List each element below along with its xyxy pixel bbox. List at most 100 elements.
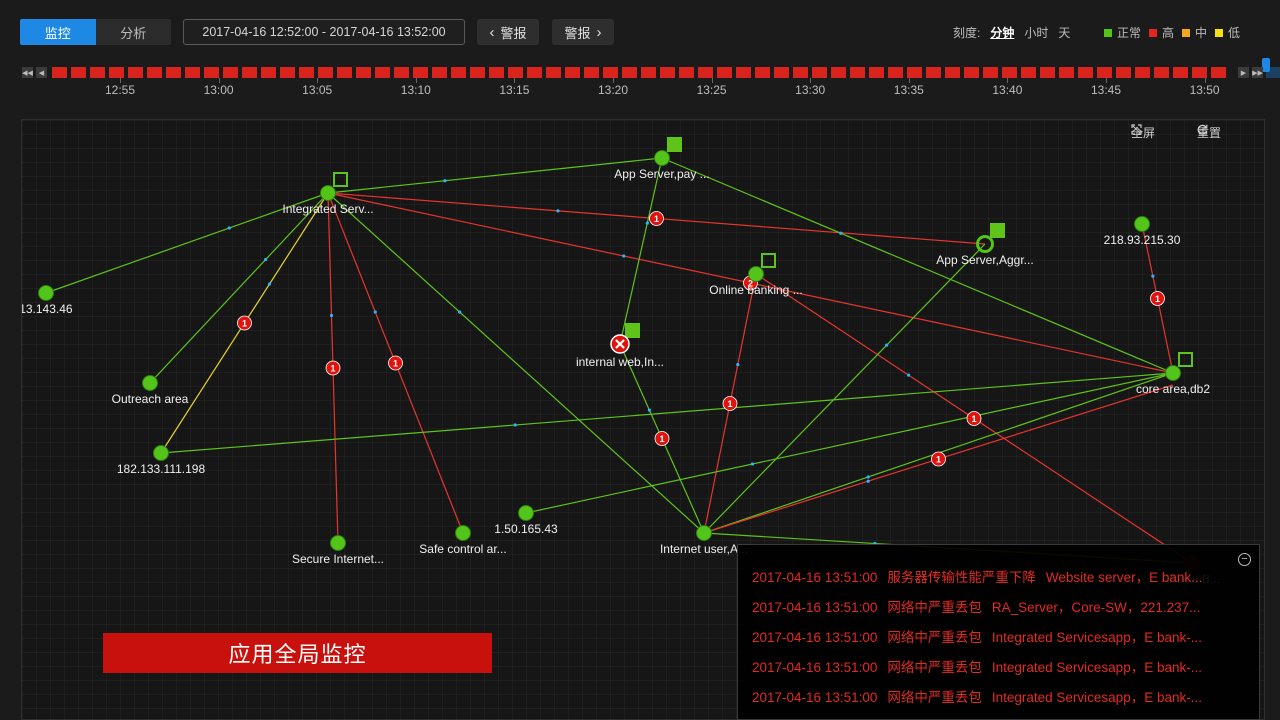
timeline-segment[interactable] bbox=[546, 67, 561, 78]
topology-node[interactable]: Integrated Serv... bbox=[282, 172, 374, 216]
scale-option-minute[interactable]: 分钟 bbox=[990, 26, 1015, 40]
link-n150-core_area[interactable] bbox=[525, 372, 1174, 514]
timeline-segment[interactable] bbox=[147, 67, 162, 78]
timeline-segment[interactable] bbox=[850, 67, 865, 78]
timeline-segment[interactable] bbox=[394, 67, 409, 78]
timeline-segment[interactable] bbox=[793, 67, 808, 78]
link-integrated-outreach[interactable] bbox=[149, 192, 329, 384]
link-integrated-n113[interactable] bbox=[45, 192, 329, 294]
timeline-segment[interactable] bbox=[1135, 67, 1150, 78]
timeline-segment[interactable] bbox=[242, 67, 257, 78]
timeline-segment[interactable] bbox=[1173, 67, 1188, 78]
fullscreen-button[interactable]: 全屏 bbox=[1131, 124, 1155, 141]
timeline-segment[interactable] bbox=[1211, 67, 1226, 78]
topology-node[interactable]: Secure Internet... bbox=[292, 535, 384, 567]
prev-alarm-button[interactable]: ‹ 警报 bbox=[477, 19, 539, 45]
timeline-segment[interactable] bbox=[109, 67, 124, 78]
timeline-segment[interactable] bbox=[432, 67, 447, 78]
reset-button[interactable]: 重置 bbox=[1197, 124, 1221, 141]
timeline-start-icon[interactable]: ◀◀ bbox=[22, 67, 33, 78]
timeline-segment[interactable] bbox=[1040, 67, 1055, 78]
timeline-track[interactable] bbox=[52, 58, 1280, 78]
alarm-badge[interactable]: 1 bbox=[237, 315, 252, 331]
timeline-segment[interactable] bbox=[223, 67, 238, 78]
timeline-segment[interactable] bbox=[204, 67, 219, 78]
timeline-segment[interactable] bbox=[71, 67, 86, 78]
timeline-segment[interactable] bbox=[470, 67, 485, 78]
time-range-picker[interactable]: 2017-04-16 12:52:00 - 2017-04-16 13:52:0… bbox=[183, 19, 465, 45]
timeline-segment[interactable] bbox=[964, 67, 979, 78]
tab-analysis[interactable]: 分析 bbox=[95, 19, 171, 45]
timeline-segment[interactable] bbox=[983, 67, 998, 78]
timeline-segment[interactable] bbox=[888, 67, 903, 78]
topology-node[interactable]: 218.93.215.30 bbox=[1104, 216, 1181, 248]
timeline-selection-window[interactable] bbox=[1266, 67, 1280, 78]
alarm-badge[interactable]: 1 bbox=[654, 431, 670, 446]
timeline-segment[interactable] bbox=[1097, 67, 1112, 78]
timeline-segment[interactable] bbox=[1192, 67, 1207, 78]
timeline-segment[interactable] bbox=[52, 67, 67, 78]
topology-node[interactable]: Outreach area bbox=[112, 375, 189, 407]
timeline-segment[interactable] bbox=[565, 67, 580, 78]
timeline-end-icon[interactable]: ▶▶ bbox=[1252, 67, 1263, 78]
collapse-icon[interactable]: − bbox=[1238, 553, 1251, 566]
timeline-segment[interactable] bbox=[660, 67, 675, 78]
alarm-badge[interactable]: 1 bbox=[388, 355, 403, 371]
timeline-segment[interactable] bbox=[356, 67, 371, 78]
timeline-segment[interactable] bbox=[926, 67, 941, 78]
timeline-segment[interactable] bbox=[280, 67, 295, 78]
timeline-segment[interactable] bbox=[679, 67, 694, 78]
topology-node[interactable]: internal web,In... bbox=[576, 323, 664, 369]
timeline-segment[interactable] bbox=[185, 67, 200, 78]
timeline-segment[interactable] bbox=[508, 67, 523, 78]
timeline-segment[interactable] bbox=[413, 67, 428, 78]
next-alarm-button[interactable]: 警报 › bbox=[552, 19, 614, 45]
alarm-badge[interactable]: 1 bbox=[1150, 291, 1165, 306]
topology-node[interactable]: 1.50.165.43 bbox=[494, 505, 558, 537]
timeline-segment[interactable] bbox=[812, 67, 827, 78]
timeline-back-icon[interactable]: ◀ bbox=[36, 67, 47, 78]
alarm-badge[interactable]: 1 bbox=[722, 396, 738, 411]
timeline-forward-icon[interactable]: ▶ bbox=[1238, 67, 1249, 78]
timeline-segment[interactable] bbox=[318, 67, 333, 78]
timeline-segment[interactable] bbox=[489, 67, 504, 78]
link-appserver_aggr-internet_user[interactable] bbox=[703, 243, 986, 534]
topology-node[interactable]: App Server,Aggr... bbox=[936, 223, 1034, 267]
link-appserver_pay-internal_web[interactable] bbox=[619, 157, 663, 345]
timeline-segment[interactable] bbox=[527, 67, 542, 78]
timeline-segment[interactable] bbox=[299, 67, 314, 78]
timeline-segment[interactable] bbox=[1021, 67, 1036, 78]
link-integrated-internet_user[interactable] bbox=[327, 192, 705, 534]
timeline-segment[interactable] bbox=[698, 67, 713, 78]
topology-node[interactable]: 182.133.111.198 bbox=[117, 445, 206, 477]
scale-option-hour[interactable]: 小时 bbox=[1024, 26, 1049, 40]
timeline-segment[interactable] bbox=[90, 67, 105, 78]
timeline-segment[interactable] bbox=[584, 67, 599, 78]
link-integrated-appserver_pay[interactable] bbox=[327, 157, 663, 194]
topology-node[interactable]: 3.113.143.46 bbox=[22, 285, 73, 317]
timeline-segment[interactable] bbox=[1059, 67, 1074, 78]
timeline-segment[interactable] bbox=[1154, 67, 1169, 78]
timeline-segment[interactable] bbox=[717, 67, 732, 78]
tab-monitor[interactable]: 监控 bbox=[20, 19, 96, 45]
timeline-segment[interactable] bbox=[945, 67, 960, 78]
timeline-segment[interactable] bbox=[451, 67, 466, 78]
link-n182-core_area[interactable] bbox=[160, 372, 1174, 454]
timeline-segment[interactable] bbox=[1002, 67, 1017, 78]
timeline-segment[interactable] bbox=[1116, 67, 1131, 78]
timeline-handle-left[interactable] bbox=[1262, 58, 1270, 72]
timeline-segment[interactable] bbox=[261, 67, 276, 78]
timeline-segment[interactable] bbox=[641, 67, 656, 78]
timeline-segment[interactable] bbox=[128, 67, 143, 78]
alarm-badge[interactable]: 1 bbox=[649, 211, 664, 226]
timeline-segment[interactable] bbox=[869, 67, 884, 78]
timeline-segment[interactable] bbox=[755, 67, 770, 78]
alarm-badge[interactable]: 1 bbox=[931, 451, 946, 467]
topology-node[interactable]: Internet user,A... bbox=[660, 525, 748, 557]
topology-node[interactable]: core area,db2 bbox=[1136, 352, 1210, 396]
timeline-segment[interactable] bbox=[831, 67, 846, 78]
alarm-badge[interactable]: 1 bbox=[325, 360, 341, 376]
